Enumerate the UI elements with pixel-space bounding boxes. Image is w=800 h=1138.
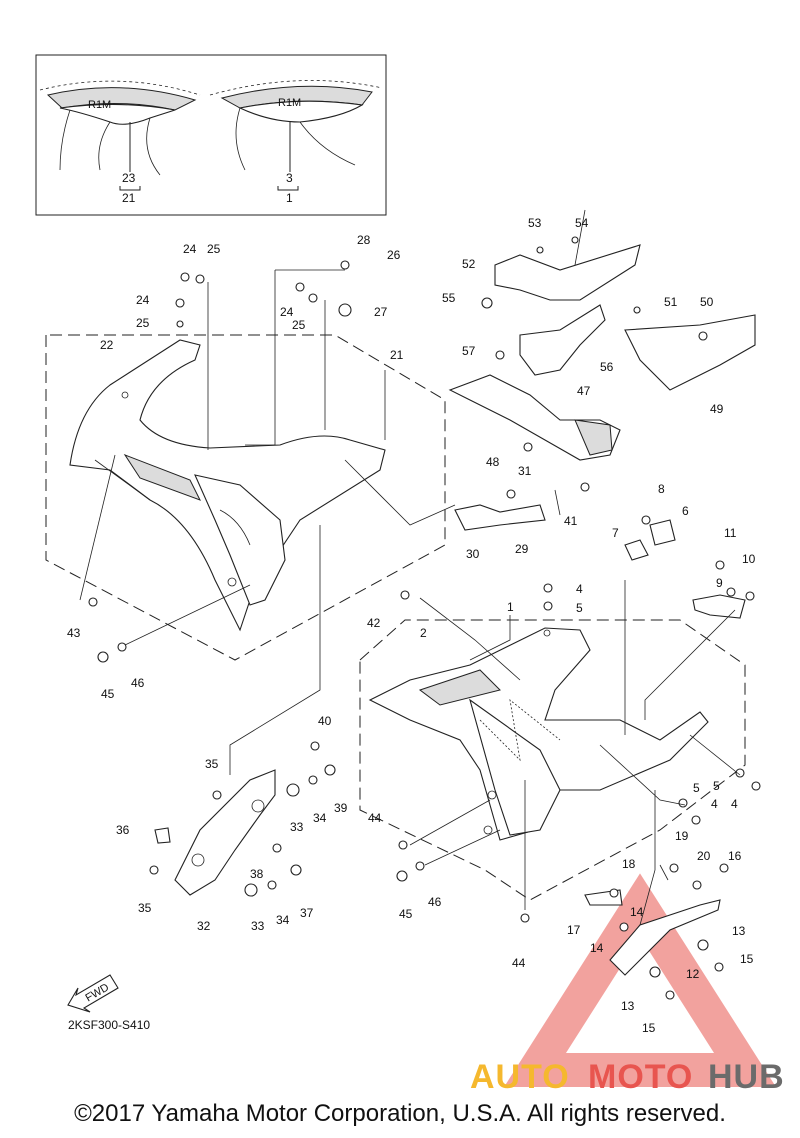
part-label-14: 14 [630,905,644,919]
decal-text-left: R1M [88,99,111,111]
part-label-37: 37 [300,906,314,920]
part-label-1: 1 [507,600,514,614]
part-label-20: 20 [697,849,711,863]
part-label-5: 5 [576,601,583,615]
decal-inset: R1M R1M 23 21 3 1 [35,54,387,216]
part-label-7: 7 [612,526,619,540]
leader-lines [79,209,741,926]
fasteners [88,236,761,1000]
part-label-35: 35 [138,901,152,915]
side-panel [154,769,276,896]
part-label-25: 25 [292,318,306,332]
part-label-42: 42 [367,616,381,630]
watermark-hub: HUB [708,1058,785,1096]
part-label-50: 50 [700,295,714,309]
part-label-26: 26 [387,248,401,262]
part-label-45: 45 [399,907,413,921]
part-label-25: 25 [136,316,150,330]
part-label-46: 46 [131,676,145,690]
watermark-text: AUTO MOTO HUB [470,1058,785,1096]
part-label-4: 4 [731,797,738,811]
inset-label-right-top: 3 [286,171,293,185]
part-label-44: 44 [368,811,382,825]
part-label-36: 36 [116,823,130,837]
part-label-12: 12 [686,967,700,981]
part-label-17: 17 [567,923,581,937]
part-label-39: 39 [334,801,348,815]
part-label-30: 30 [466,547,480,561]
part-label-11: 11 [724,526,737,540]
part-labels: 24 25 24 25 22 28 26 24 25 27 21 53 54 5… [67,216,756,1035]
part-label-51: 51 [664,295,678,309]
inset-label-left-bottom: 21 [122,191,136,205]
part-label-55: 55 [442,291,456,305]
part-label-22: 22 [100,338,114,352]
part-label-33: 33 [290,820,304,834]
part-label-48: 48 [486,455,500,469]
part-label-54: 54 [575,216,589,230]
inset-label-right-bottom: 1 [286,191,293,205]
part-label-19: 19 [675,829,689,843]
part-label-24: 24 [136,293,150,307]
part-label-13: 13 [621,999,635,1013]
part-label-15: 15 [740,952,754,966]
part-label-9: 9 [716,576,723,590]
part-label-47: 47 [577,384,591,398]
part-label-28: 28 [357,233,371,247]
decal-text-right: R1M [278,97,301,109]
part-label-27: 27 [374,305,388,319]
part-label-40: 40 [318,714,332,728]
part-label-38: 38 [250,867,264,881]
left-fairing-assembly [45,334,446,661]
watermark-logo [504,873,776,1087]
part-label-24: 24 [280,305,294,319]
part-label-44: 44 [512,956,526,970]
right-fairing-assembly [359,619,746,901]
part-label-56: 56 [600,360,614,374]
part-label-43: 43 [67,626,81,640]
part-label-5: 5 [693,781,700,795]
part-label-5: 5 [713,779,720,793]
part-label-34: 34 [276,913,290,927]
part-label-49: 49 [710,402,724,416]
part-label-8: 8 [658,482,665,496]
part-label-21: 21 [390,348,404,362]
part-label-4: 4 [576,582,583,596]
part-label-57: 57 [462,344,476,358]
fwd-label: FWD [83,981,111,1004]
copyright-notice: ©2017 Yamaha Motor Corporation, U.S.A. A… [74,1100,726,1127]
part-label-35: 35 [205,757,219,771]
inner-panels [448,244,756,619]
watermark-auto: AUTO [470,1058,570,1096]
part-label-25: 25 [207,242,221,256]
part-label-34: 34 [313,811,327,825]
part-label-13: 13 [732,924,746,938]
part-label-24: 24 [183,242,197,256]
part-label-29: 29 [515,542,529,556]
diagram-code: 2KSF300-S410 [68,1018,151,1032]
part-label-15: 15 [642,1021,656,1035]
part-label-6: 6 [682,504,689,518]
part-label-46: 46 [428,895,442,909]
part-label-53: 53 [528,216,542,230]
part-label-31: 31 [518,464,532,478]
watermark-moto: MOTO [588,1058,693,1096]
part-label-18: 18 [622,857,636,871]
part-label-16: 16 [728,849,742,863]
part-label-52: 52 [462,257,476,271]
part-label-10: 10 [742,552,756,566]
part-label-14: 14 [590,941,604,955]
part-label-2: 2 [420,626,427,640]
fwd-arrow: FWD [67,974,119,1013]
part-label-32: 32 [197,919,211,933]
part-label-4: 4 [711,797,718,811]
part-label-45: 45 [101,687,115,701]
part-label-33: 33 [251,919,265,933]
inset-label-left-top: 23 [122,171,136,185]
part-label-41: 41 [564,514,578,528]
